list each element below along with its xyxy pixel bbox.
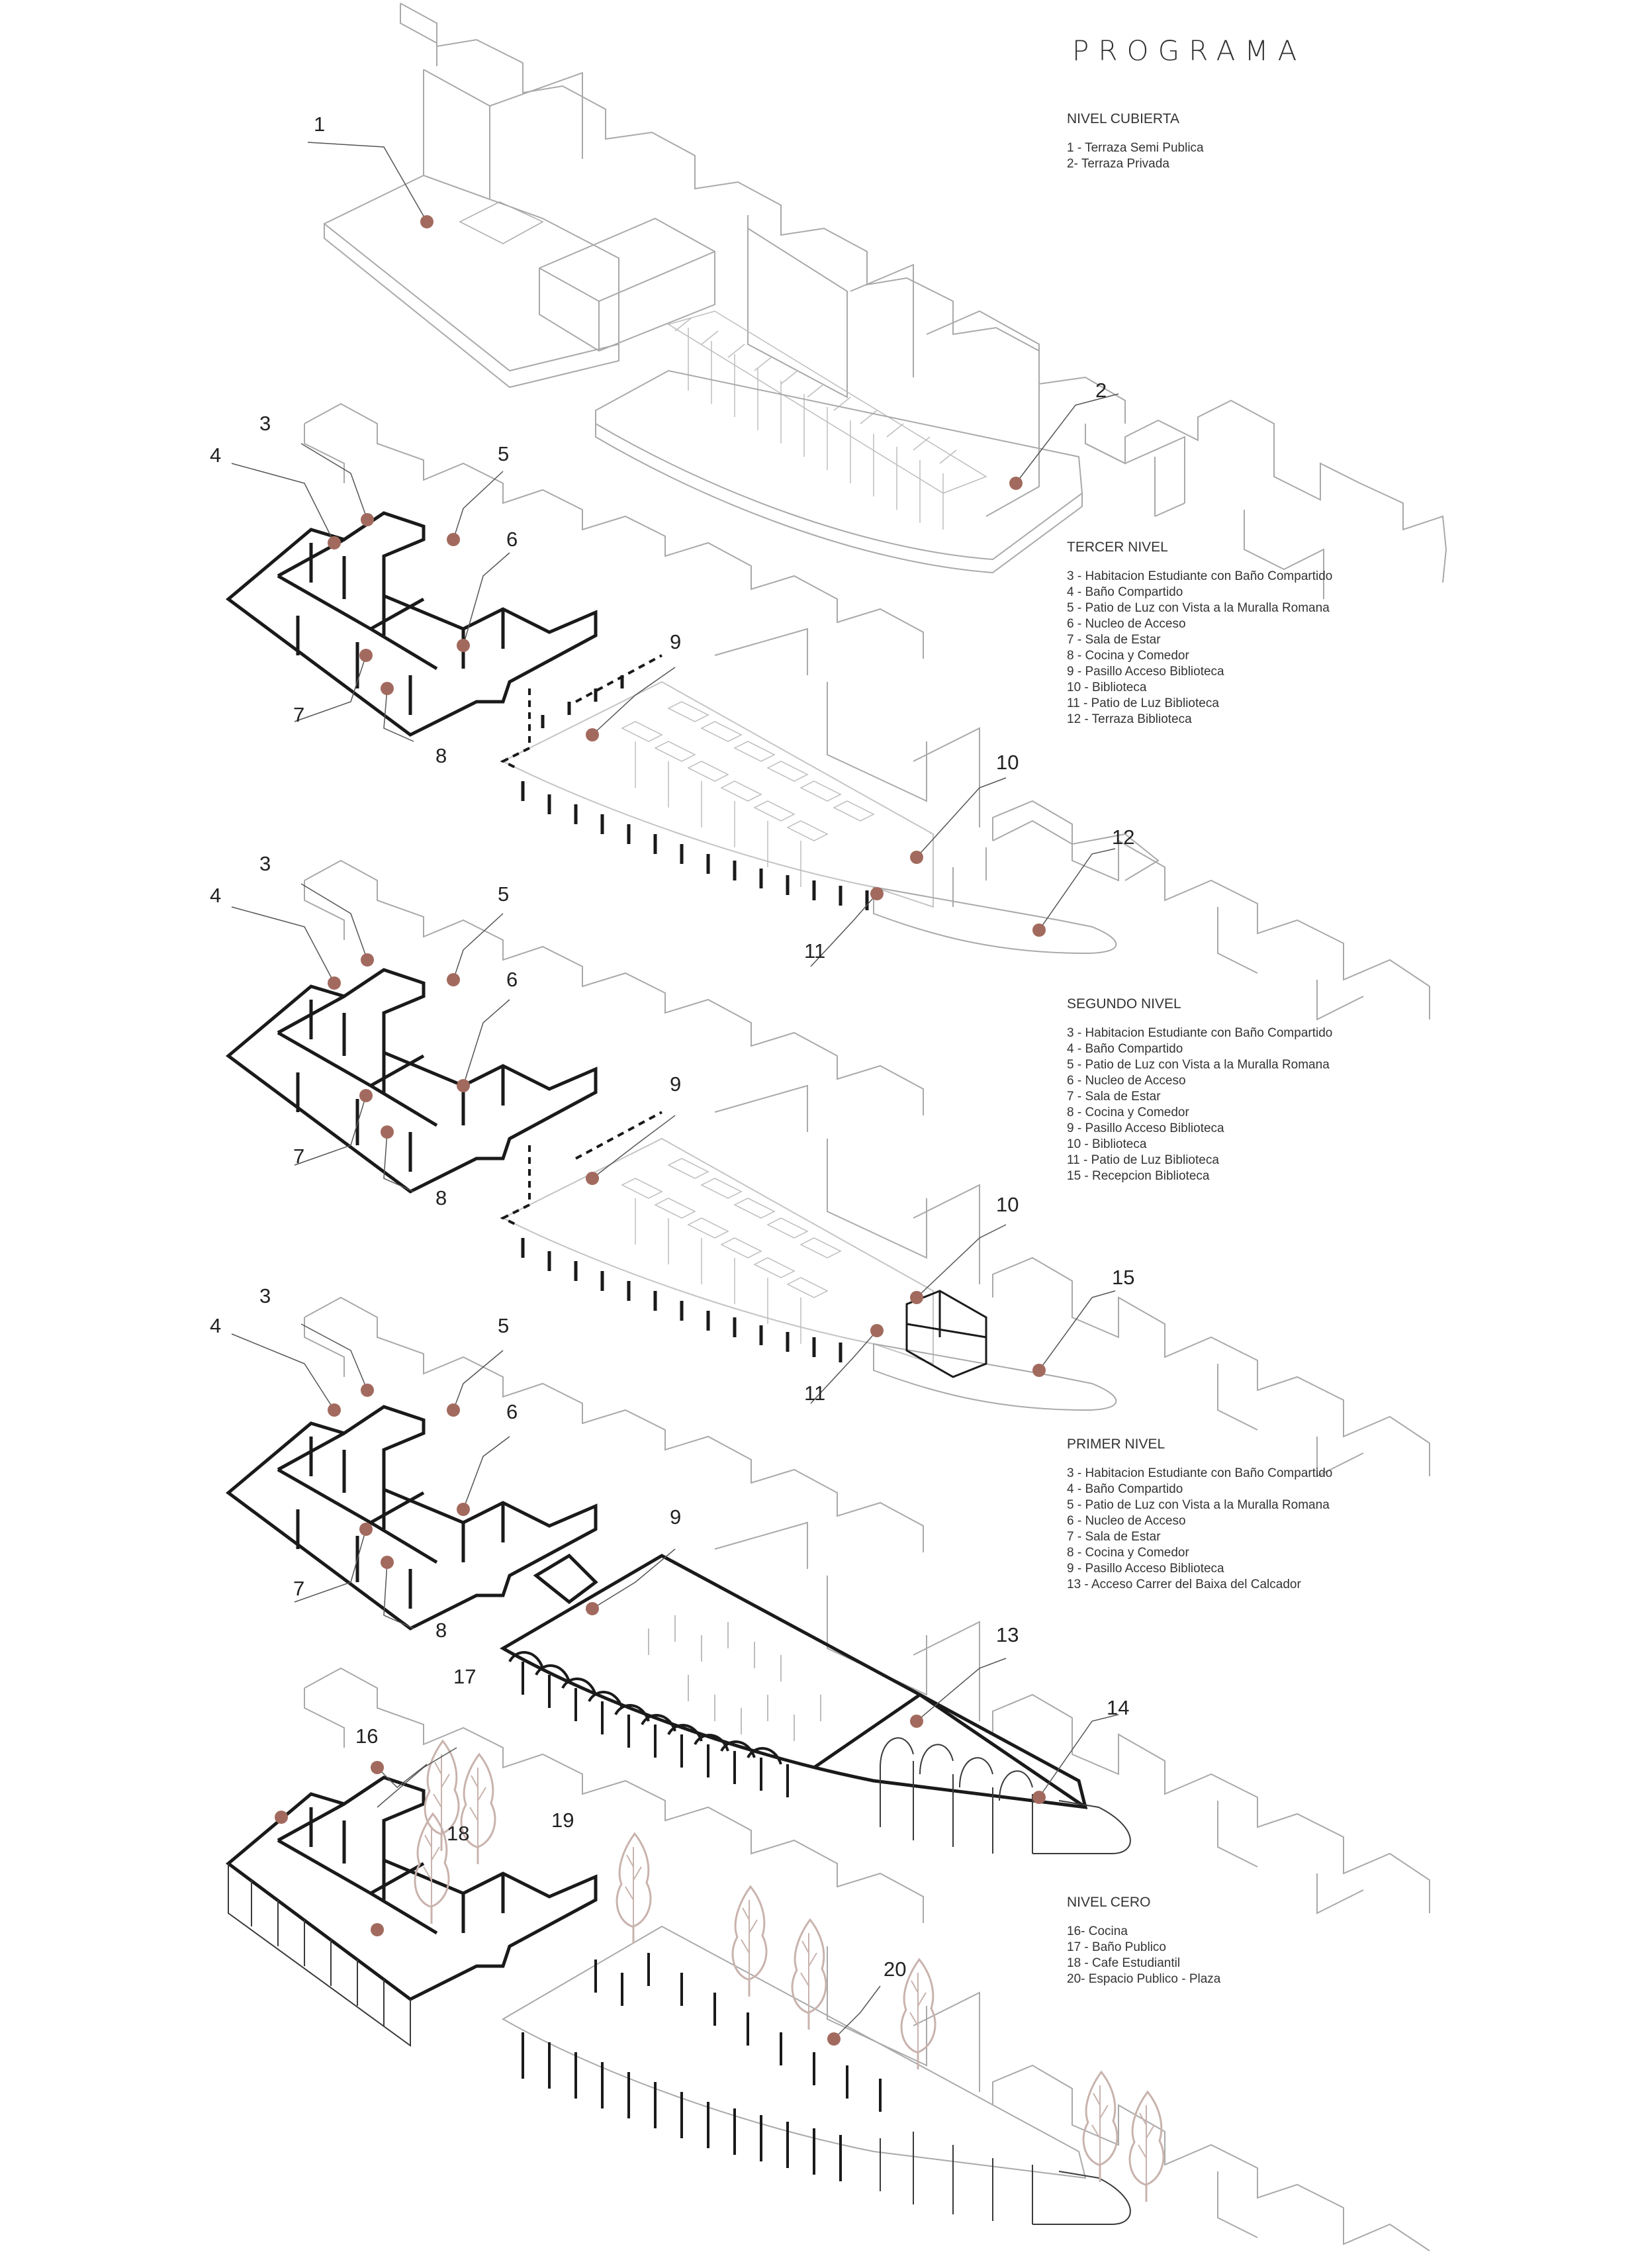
marker-6-segundo [457, 1079, 470, 1092]
callout-19: 19 [551, 1809, 574, 1832]
marker-10-segundo [910, 1291, 923, 1304]
markers [231, 142, 1119, 2046]
callout-7-b: 7 [293, 1145, 304, 1168]
marker-15 [1032, 1364, 1046, 1377]
callout-5-c: 5 [498, 1314, 509, 1337]
marker-3-primer [361, 1384, 374, 1397]
callout-17: 17 [453, 1665, 476, 1688]
callout-7: 7 [293, 703, 304, 726]
callout-numbers: 1 2 3 4 5 6 7 8 9 10 11 12 3 4 5 6 7 8 9… [210, 113, 1134, 1981]
marker-8-segundo [381, 1125, 394, 1139]
callout-8-b: 8 [435, 1186, 447, 1209]
marker-1 [420, 215, 433, 228]
callout-13: 13 [996, 1623, 1019, 1646]
marker-8-primer [381, 1556, 394, 1569]
callout-5-b: 5 [498, 882, 509, 906]
callout-10-b: 10 [996, 1193, 1019, 1216]
callout-6-b: 6 [506, 968, 518, 991]
marker-6-tercer [457, 639, 470, 652]
marker-5-segundo [447, 973, 460, 986]
callout-14: 14 [1107, 1696, 1129, 1719]
marker-9-primer [586, 1602, 599, 1615]
callout-8-c: 8 [435, 1619, 447, 1642]
third-level [225, 402, 1430, 1021]
callout-7-c: 7 [293, 1577, 304, 1600]
callout-4: 4 [210, 444, 221, 467]
marker-4-primer [328, 1403, 341, 1417]
first-level [225, 1296, 1430, 1914]
callout-9-c: 9 [670, 1505, 681, 1529]
callout-20: 20 [884, 1958, 906, 1981]
callout-12: 12 [1112, 826, 1134, 849]
roof-level [323, 3, 1447, 599]
callout-8: 8 [435, 744, 447, 767]
marker-7-primer [359, 1523, 373, 1536]
marker-13 [910, 1715, 923, 1728]
callout-11-b: 11 [804, 1382, 825, 1405]
callout-5: 5 [498, 442, 509, 465]
callout-15: 15 [1112, 1266, 1134, 1289]
ground-level [225, 1667, 1430, 2251]
marker-6-primer [457, 1503, 470, 1516]
marker-3-segundo [361, 953, 374, 967]
callout-3-c: 3 [259, 1284, 271, 1307]
leader-lines [231, 142, 1119, 2040]
marker-14 [1032, 1791, 1046, 1804]
marker-4-tercer [328, 536, 341, 549]
callout-6-c: 6 [506, 1400, 518, 1423]
marker-8-tercer [381, 682, 394, 695]
callout-16: 16 [355, 1725, 378, 1748]
marker-11-tercer [870, 887, 884, 900]
callout-1: 1 [314, 113, 325, 136]
marker-10-tercer [910, 851, 923, 864]
marker-17 [371, 1761, 384, 1774]
marker-12 [1032, 923, 1046, 937]
marker-9-tercer [586, 728, 599, 741]
marker-2 [1009, 477, 1023, 490]
marker-9-segundo [586, 1172, 599, 1185]
callout-4-b: 4 [210, 884, 221, 907]
callout-9: 9 [670, 630, 681, 653]
marker-4-segundo [328, 976, 341, 990]
marker-11-segundo [870, 1324, 884, 1337]
callout-3: 3 [259, 412, 271, 435]
marker-7-segundo [359, 1089, 373, 1102]
marker-16 [275, 1811, 288, 1824]
callout-9-b: 9 [670, 1072, 681, 1096]
callout-18: 18 [447, 1822, 469, 1845]
callout-10: 10 [996, 751, 1019, 774]
callout-4-c: 4 [210, 1314, 221, 1337]
marker-3-tercer [361, 513, 374, 526]
callout-6: 6 [506, 528, 518, 551]
marker-5-primer [447, 1403, 460, 1417]
marker-7-tercer [359, 649, 373, 662]
callout-2: 2 [1095, 379, 1107, 402]
callout-11: 11 [804, 939, 825, 963]
marker-18 [371, 1923, 384, 1936]
callout-3-b: 3 [259, 852, 271, 875]
marker-5-tercer [447, 533, 460, 546]
marker-20 [827, 2032, 841, 2046]
